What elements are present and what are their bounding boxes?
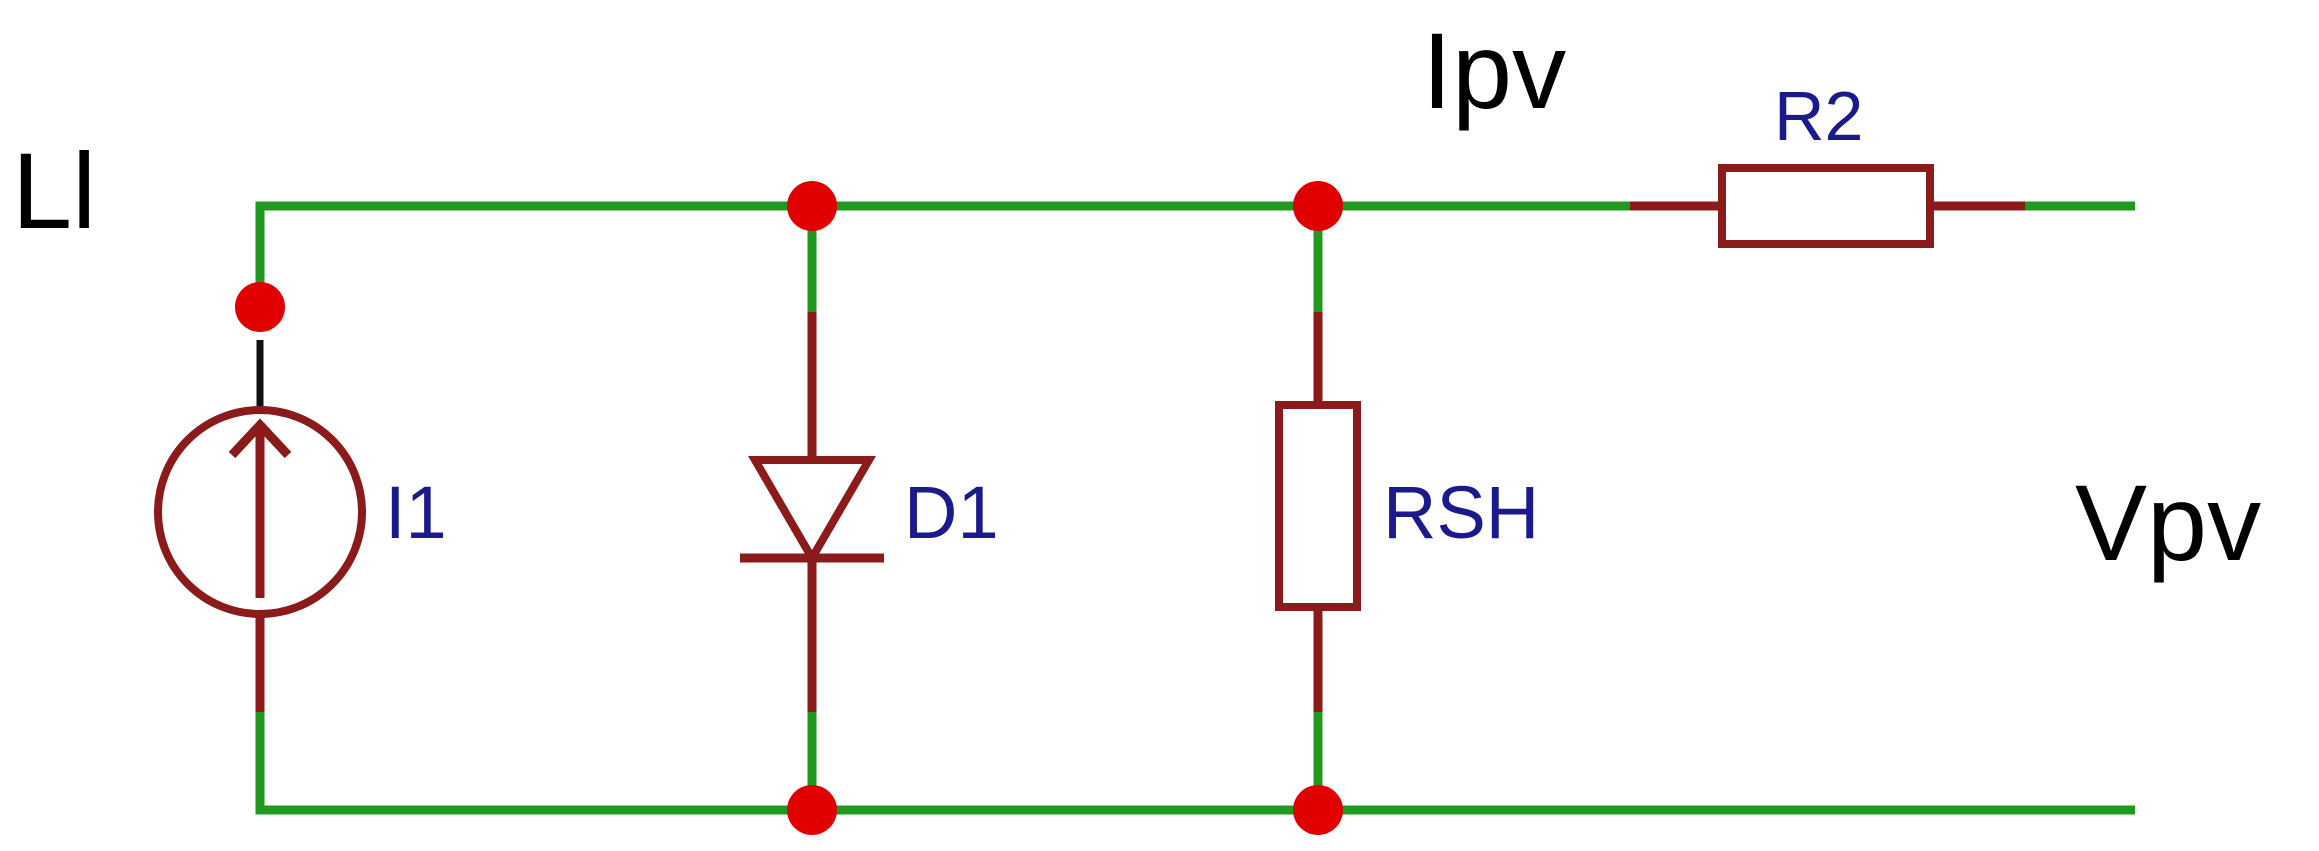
junction-nodes <box>235 181 1343 835</box>
top-rail-left-wire <box>255 201 1630 310</box>
shunt-resistor-rsh: RSH <box>1275 206 1539 810</box>
current-arrow-head-icon <box>228 418 292 459</box>
diode-d1: D1 <box>740 206 999 810</box>
top-rail <box>255 201 2135 310</box>
bottom-rail-wire <box>255 712 2135 815</box>
node-top-d1 <box>787 181 837 231</box>
output-current-label: Ipv <box>1422 10 1566 131</box>
light-input-label: Ll <box>12 130 96 251</box>
d1-label: D1 <box>904 471 999 554</box>
node-i1-top <box>235 282 285 332</box>
output-voltage-label: Vpv <box>2075 462 2261 583</box>
series-resistor-r2: R2 <box>1718 77 1934 248</box>
bottom-rail <box>255 712 2135 815</box>
rsh-label: RSH <box>1383 471 1539 554</box>
current-source-i1: I1 <box>154 340 447 712</box>
node-bottom-rsh <box>1293 785 1343 835</box>
r2-label: R2 <box>1774 77 1863 155</box>
diode-triangle-icon <box>748 456 876 566</box>
rsh-body <box>1275 401 1361 611</box>
r2-body <box>1718 164 1934 248</box>
node-bottom-d1 <box>787 785 837 835</box>
i1-label: I1 <box>385 471 447 554</box>
node-top-rsh <box>1293 181 1343 231</box>
